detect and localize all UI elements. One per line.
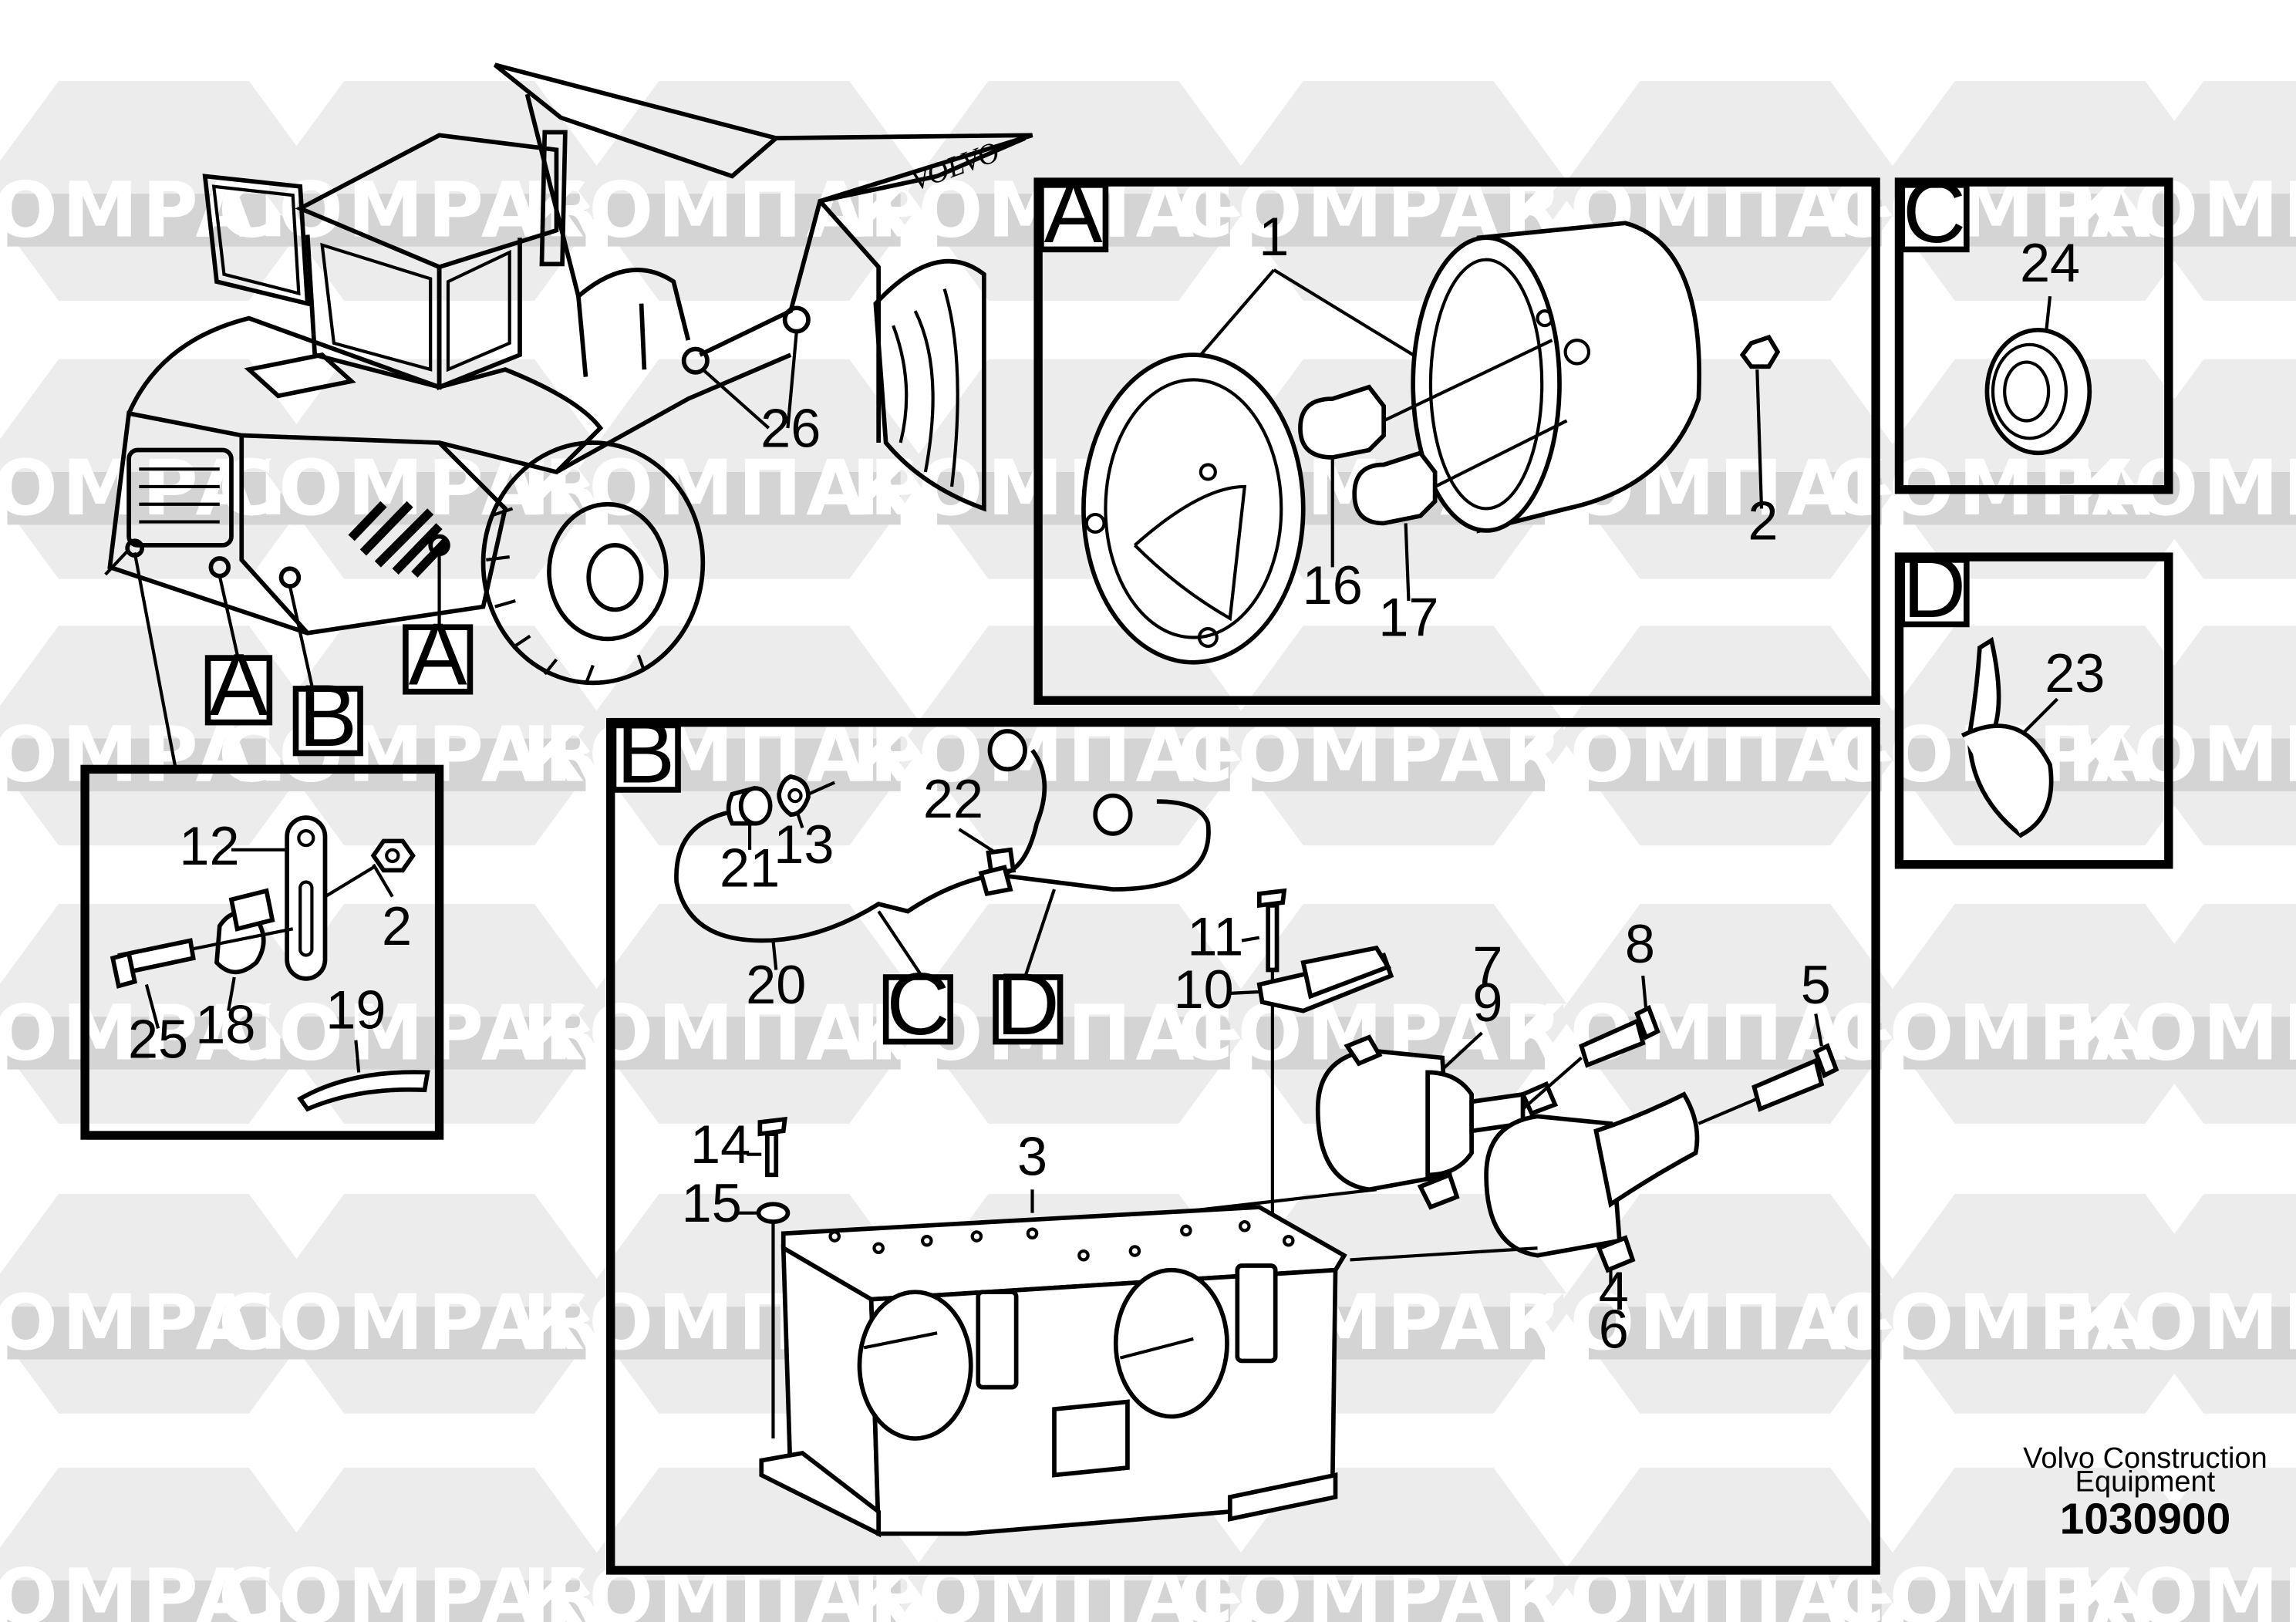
articulated-hauler-illustration: VOLVO [104,62,1033,770]
part-number-11: 11 [1187,906,1243,967]
part-number-19: 19 [325,979,386,1040]
watermark-tile: COMPART [1178,1468,1620,1622]
credit-line-2: Equipment [2075,1465,2216,1498]
part-number-13: 13 [774,814,834,875]
part-number-12: 12 [179,815,239,876]
part-number-3: 3 [1017,1125,1047,1186]
part-number-2-inset: 2 [382,895,412,956]
watermark-text: COMPART [218,1553,660,1622]
watermark-tile: КОМПАРТ [1503,1468,1963,1622]
side-grille [348,501,450,578]
part-number-8: 8 [1625,913,1655,974]
inset-bracket-detail: 12 2 25 18 19 [80,764,444,1140]
part-number-22: 22 [923,768,983,829]
watermark-tile: COMPART [218,1193,660,1414]
part-number-10: 10 [1174,959,1234,1020]
callout-letter: C [886,956,949,1054]
callout-letter: A [209,636,268,734]
watermark-layer: COMPARTCOMPARTКОМПАРТКОМПАРТCOMPARTКОМПА… [0,81,2296,1622]
part-number-14: 14 [690,1114,750,1175]
watermark-tile: COMPART [0,81,370,301]
part-number-26: 26 [760,398,821,459]
watermark-tile: КОМПАРТ [1503,626,1963,846]
callout-frame-b-d: D [993,956,1064,1054]
watermark-tile: КОМПАРТ [2067,359,2296,579]
part-number-2: 2 [1748,490,1778,551]
part-number-18: 18 [195,993,255,1054]
part-number-1: 1 [1259,206,1289,267]
frame-letter-a: A [1044,164,1103,261]
watermark-tile: КОМПАРТ [522,359,986,579]
part-number-25: 25 [128,1008,188,1069]
callout-hauler-a-right: A [403,605,474,703]
frame-letter-d: D [1903,538,1966,636]
watermark-text: КОМПАРТ [522,1553,986,1622]
detail-frame-d: D 23 [1894,538,2173,869]
detail-frame-b: B 21 13 22 20 C D 11 [606,703,1880,1575]
watermark-tile: КОМПАРТ [2067,1193,2296,1414]
watermark-tile: COMPART [218,359,656,579]
callout-letter: D [996,956,1060,1054]
callout-hauler-a-left: A [204,636,273,734]
watermark-text: COMPART [1178,1553,1620,1622]
watermark-tile: КОМПАРТ [2067,1468,2296,1622]
part-number-7: 7 [1472,935,1502,996]
detail-frame-c: C 24 [1894,164,2173,494]
part-number-9: 9 [1472,972,1502,1033]
frame-letter-c: C [1903,164,1966,261]
watermark-tile: КОМПАРТ [2067,904,2296,1124]
frame-letter-b: B [616,703,675,801]
part-number-5: 5 [1801,954,1831,1015]
drawing-credit: Volvo Construction Equipment 1030900 [2023,1442,2267,1543]
part-number-15: 15 [682,1172,742,1233]
part-number-23: 23 [2045,642,2105,703]
watermark-tile: COMPART [1829,1193,2267,1414]
watermark-text: КОМПАРТ [2067,711,2296,800]
callout-letter: B [298,667,357,765]
part-number-24: 24 [2020,232,2080,293]
watermark-text: КОМПАРТ [2067,989,2296,1077]
part-number-6: 6 [1599,1298,1629,1359]
callout-frame-b-c: C [882,956,953,1054]
credit-line-1: Volvo Construction [2023,1442,2267,1475]
watermark-tile: COMPART [218,81,660,301]
watermark-tile: COMPART [218,1468,660,1622]
callout-hauler-b: B [292,667,363,765]
part-number-4: 4 [1599,1260,1629,1321]
watermark-text: КОМПАРТ [2067,1553,2296,1622]
detail-frame-a: A 2 1 16 17 [1033,164,1880,705]
drawing-number: 1030900 [2060,1494,2231,1543]
watermark-text: КОМПАРТ [522,444,986,533]
watermark-text: COMPART [218,1279,660,1367]
watermark-text: COMPART [218,166,660,255]
watermark-text: КОМПАРТ [2067,1279,2296,1367]
callout-letter: A [409,605,467,703]
watermark-tile: COMPART [0,1468,370,1622]
